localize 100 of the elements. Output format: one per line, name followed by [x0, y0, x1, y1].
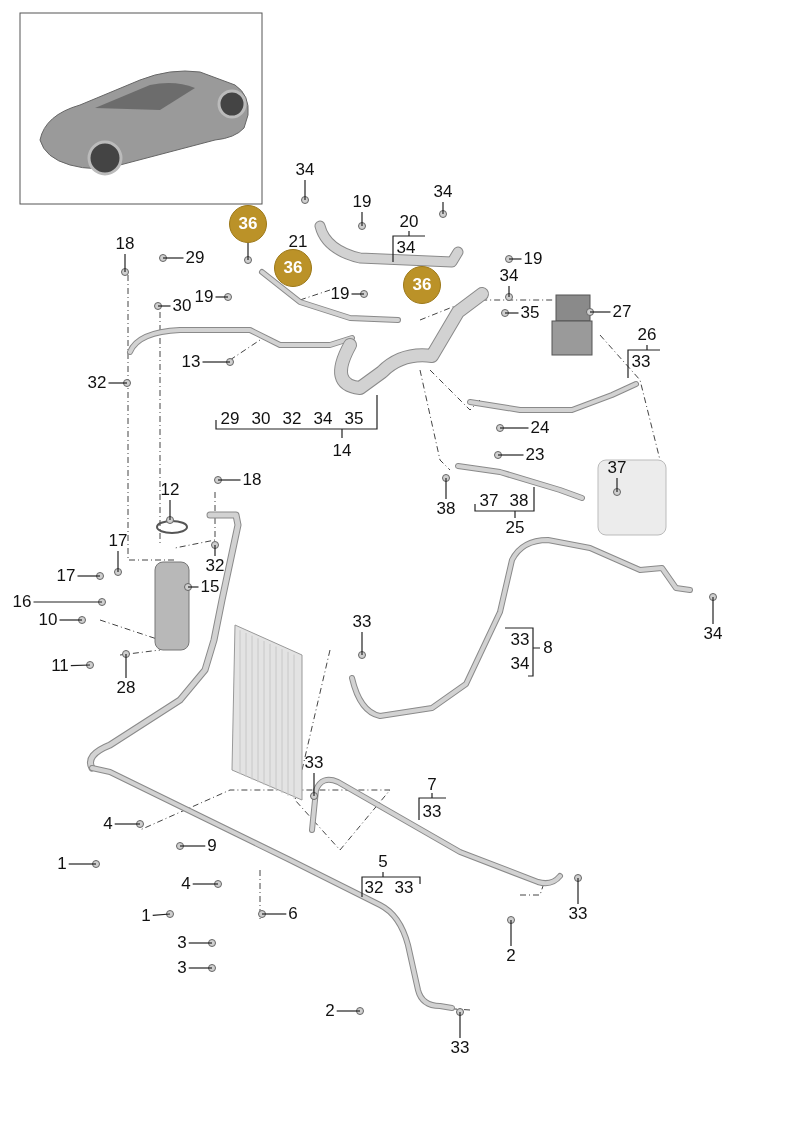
leader-line	[114, 823, 141, 825]
leader-line	[188, 942, 213, 944]
callout-number: 30	[172, 297, 192, 315]
leader-line	[188, 967, 213, 969]
callout-number: 29	[220, 410, 240, 428]
leader-line	[508, 285, 510, 298]
leader-line	[68, 863, 97, 865]
leader-line	[107, 382, 128, 384]
callout-number: 2	[506, 947, 516, 965]
callout-number: 32	[205, 557, 225, 575]
callout-number: 33	[450, 1039, 470, 1057]
callout-number: 16	[12, 593, 32, 611]
leader-line	[152, 913, 171, 916]
leader-line	[76, 575, 101, 577]
callout-number: 3	[177, 959, 187, 977]
callout-number: 10	[38, 611, 58, 629]
callout-number: 32	[364, 879, 384, 897]
leader-line	[577, 877, 579, 905]
callout-number: 15	[200, 578, 220, 596]
leader-line	[117, 550, 119, 573]
leader-line	[499, 427, 530, 429]
leader-line	[336, 1010, 361, 1012]
callout-number: 34	[510, 655, 530, 673]
leader-line	[192, 883, 219, 885]
leader-line	[125, 653, 127, 679]
leader-line	[261, 913, 287, 915]
callout-number: 17	[108, 532, 128, 550]
leader-line	[510, 919, 512, 947]
callout-number: 25	[505, 519, 525, 537]
callout-number: 33	[568, 905, 588, 923]
leader-line	[214, 296, 229, 298]
leader-line	[350, 293, 365, 295]
leader-line	[361, 211, 363, 227]
callout-number: 30	[251, 410, 271, 428]
callout-number: 34	[295, 161, 315, 179]
callout-number: 11	[51, 657, 69, 675]
callout-number: 9	[207, 837, 217, 855]
leader-line	[508, 258, 523, 260]
callout-number: 33	[304, 754, 324, 772]
leader-line	[361, 631, 363, 656]
callout-number: 20	[399, 213, 419, 231]
callout-number: 5	[378, 853, 388, 871]
callout-number: 23	[525, 446, 545, 464]
callout-number: 2	[325, 1002, 335, 1020]
callout-number: 27	[612, 303, 632, 321]
callout-number: 34	[703, 625, 723, 643]
callout-number: 32	[87, 374, 107, 392]
leader-line	[247, 242, 249, 261]
leader-line	[187, 586, 200, 588]
leader-line	[169, 499, 171, 521]
callout-number: 18	[115, 235, 135, 253]
highlighted-callout-circle: 36	[229, 205, 267, 243]
leader-line	[32, 601, 103, 603]
leader-line	[162, 257, 185, 259]
callout-number: 21	[288, 233, 308, 251]
callout-number: 18	[242, 471, 262, 489]
callout-number: 38	[509, 492, 529, 510]
leader-line	[214, 544, 216, 557]
callout-number: 32	[282, 410, 302, 428]
highlighted-callout-circle: 36	[274, 249, 312, 287]
leader-line	[217, 479, 242, 481]
callout-number: 1	[57, 855, 67, 873]
callout-number: 3	[177, 934, 187, 952]
leader-line	[304, 179, 306, 201]
leader-line	[616, 477, 618, 493]
callout-number: 7	[427, 776, 437, 794]
callout-number: 19	[330, 285, 350, 303]
leader-line	[504, 312, 520, 314]
leader-line	[124, 253, 126, 273]
callout-number: 19	[523, 250, 543, 268]
callout-number: 33	[631, 353, 651, 371]
leader-line	[445, 477, 447, 500]
callout-number: 12	[160, 481, 180, 499]
callout-number: 33	[394, 879, 414, 897]
leader-line	[201, 361, 231, 363]
callout-number: 24	[530, 419, 550, 437]
leader-line	[313, 772, 315, 797]
leader-line	[58, 619, 83, 621]
leader-line	[497, 454, 525, 456]
callout-number: 26	[637, 326, 657, 344]
callout-number: 34	[396, 239, 416, 257]
leader-line	[712, 596, 714, 625]
callout-number: 29	[185, 249, 205, 267]
callout-number: 33	[510, 631, 530, 649]
leader-line	[70, 664, 91, 667]
callout-number: 33	[352, 613, 372, 631]
callout-number: 1	[141, 907, 151, 925]
callout-number: 34	[499, 267, 519, 285]
callout-number: 38	[436, 500, 456, 518]
leader-line	[179, 845, 206, 847]
callout-number: 19	[352, 193, 372, 211]
callout-number: 6	[288, 905, 298, 923]
callout-number: 4	[181, 875, 191, 893]
leader-line	[459, 1011, 461, 1039]
leader-line	[442, 201, 444, 215]
callout-number: 33	[422, 803, 442, 821]
callout-number: 35	[520, 304, 540, 322]
callout-number: 34	[433, 183, 453, 201]
leader-line	[157, 305, 172, 307]
callout-number: 34	[313, 410, 333, 428]
